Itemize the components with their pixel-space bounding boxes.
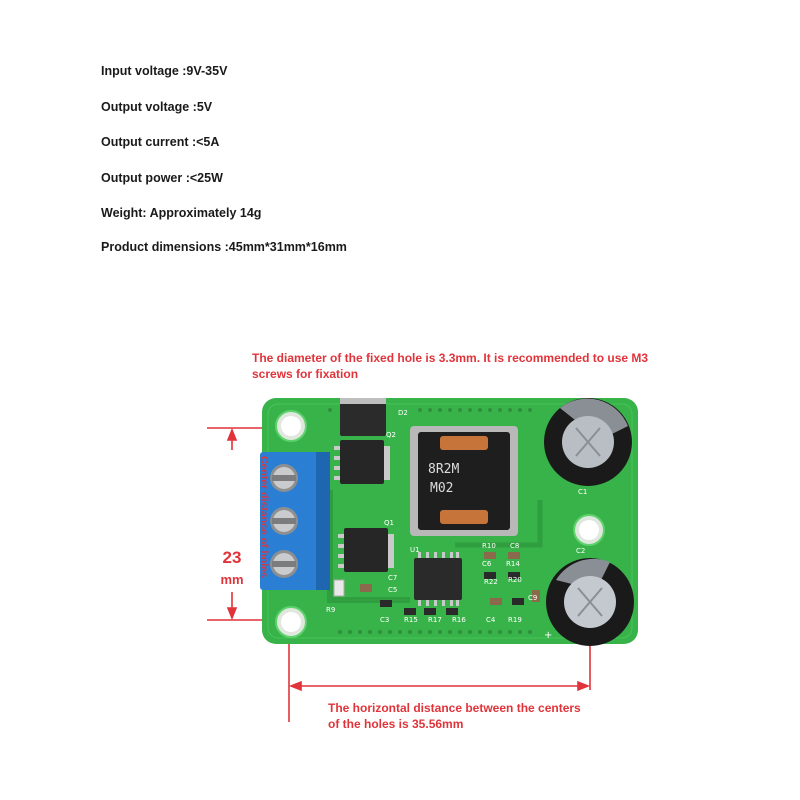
mounting-holes bbox=[275, 410, 605, 638]
label-u1: U1 bbox=[410, 546, 420, 554]
label-r19: R19 bbox=[508, 616, 522, 624]
spec-output-voltage: Output voltage :5V bbox=[101, 100, 213, 114]
vertical-distance-value: 23 bbox=[222, 548, 242, 567]
pcb-board: 8R2M M02 bbox=[262, 398, 638, 646]
label-d2: D2 bbox=[398, 409, 408, 417]
label-plus: + bbox=[544, 630, 552, 641]
label-c7: C7 bbox=[388, 574, 397, 582]
terminal-screw bbox=[270, 464, 298, 492]
label-c5: C5 bbox=[388, 586, 397, 594]
label-r20: R20 bbox=[508, 576, 522, 584]
label-c2: C2 bbox=[576, 547, 585, 555]
hole-diameter-note: The diameter of the fixed hole is 3.3mm.… bbox=[252, 351, 649, 381]
label-c4: C4 bbox=[486, 616, 496, 624]
capacitor-bottom bbox=[546, 558, 634, 646]
spec-weight: Weight: Approximately 14g bbox=[101, 206, 262, 220]
silkscreen-labels: D2 Q2 Q1 U1 R10 C8 C6 R14 R22 R20 C7 C5 … bbox=[326, 409, 587, 641]
capacitor-top bbox=[544, 398, 632, 486]
label-r14: R14 bbox=[506, 560, 520, 568]
spec-input-voltage: Input voltage :9V-35V bbox=[101, 64, 228, 78]
label-c6: C6 bbox=[482, 560, 492, 568]
label-r9: R9 bbox=[326, 606, 335, 614]
diode-d2 bbox=[340, 398, 386, 436]
terminal-screw bbox=[270, 550, 298, 578]
label-c3: C3 bbox=[380, 616, 389, 624]
label-r15: R15 bbox=[404, 616, 418, 624]
terminal-screw bbox=[270, 507, 298, 535]
spec-output-current: Output current :<5A bbox=[101, 135, 220, 149]
controller-ic-u1 bbox=[414, 552, 462, 606]
label-c1: C1 bbox=[578, 488, 587, 496]
mosfet-q2 bbox=[334, 440, 390, 484]
spec-dimensions: Product dimensions :45mm*31mm*16mm bbox=[101, 240, 347, 254]
label-r17: R17 bbox=[428, 616, 442, 624]
spec-output-power: Output power :<25W bbox=[101, 171, 223, 185]
label-r22: R22 bbox=[484, 578, 498, 586]
label-q2: Q2 bbox=[386, 431, 396, 439]
center-distance-label: Center distance of holes bbox=[258, 456, 270, 578]
vertical-distance-unit: mm bbox=[220, 572, 244, 587]
inductor-marking-line2: M02 bbox=[430, 481, 453, 496]
label-q1: Q1 bbox=[384, 519, 394, 527]
screw-terminal bbox=[260, 452, 330, 590]
inductor-marking-line1: 8R2M bbox=[428, 462, 459, 477]
label-r16: R16 bbox=[452, 616, 466, 624]
mosfet-q1 bbox=[338, 528, 394, 572]
label-c8: C8 bbox=[510, 542, 519, 550]
label-c9: C9 bbox=[528, 594, 537, 602]
inductor: 8R2M M02 bbox=[410, 426, 518, 536]
smd-components bbox=[333, 552, 540, 615]
horizontal-distance-note: The horizontal distance between the cent… bbox=[328, 701, 581, 731]
label-r10: R10 bbox=[482, 542, 496, 550]
